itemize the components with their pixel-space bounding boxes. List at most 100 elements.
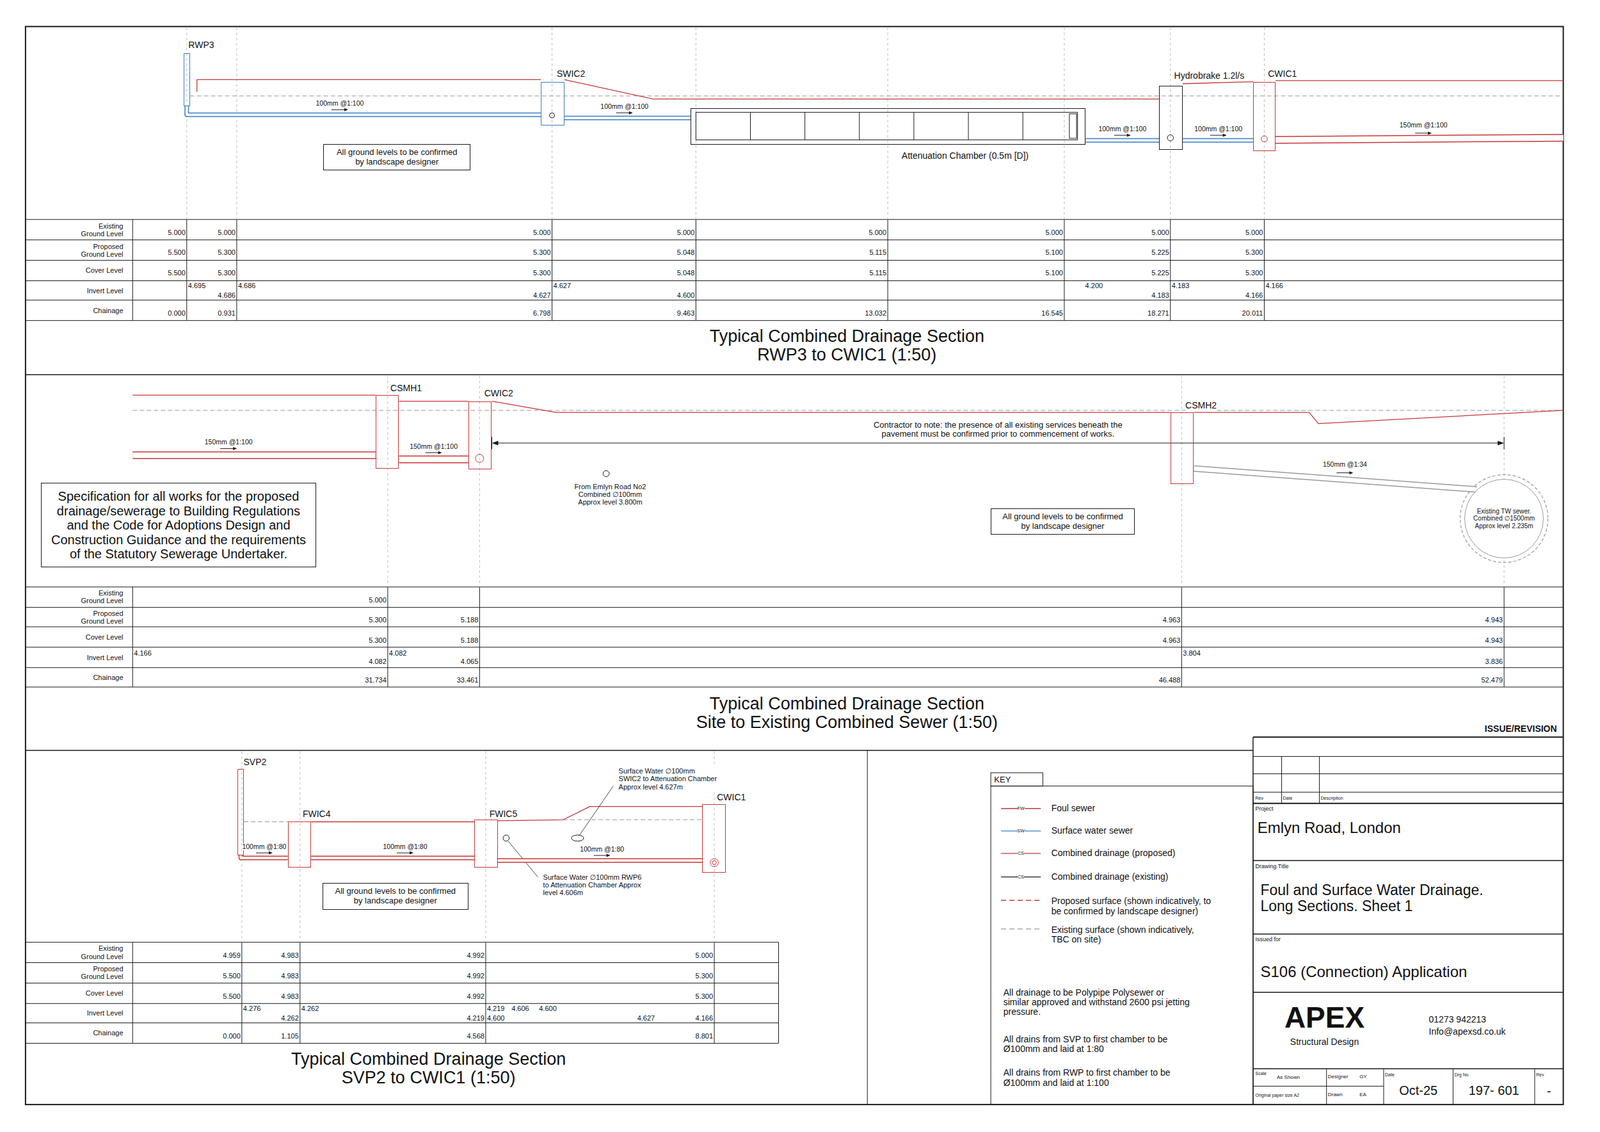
title-block-rule xyxy=(1253,991,1564,993)
title-block-rule xyxy=(1253,773,1564,774)
drawing-label: 5.225 xyxy=(1151,268,1170,277)
chamber-outlet xyxy=(710,858,719,867)
flow-arrow-head xyxy=(268,851,273,855)
pipe-bore xyxy=(132,452,376,459)
drawing-label: Oct-25 xyxy=(1399,1082,1438,1097)
table-rule xyxy=(25,686,1564,688)
flow-arrow xyxy=(256,852,270,854)
chamber-outlet xyxy=(712,860,717,864)
attenuation-chamber: Attenuation Chamber (0.5m [D]) xyxy=(690,108,1086,145)
drawing-label: Chainage xyxy=(92,306,123,315)
inspection-chamber: CWIC2 xyxy=(468,401,493,470)
table-rule xyxy=(551,219,553,321)
note-text: Existing TW sewer. Combined ∅1500mm Appr… xyxy=(1472,507,1536,530)
pipe-wall xyxy=(564,115,692,121)
drawing-label: 4.992 xyxy=(466,992,485,1000)
flow-arrow-head xyxy=(1127,133,1131,137)
existing-surface xyxy=(190,95,1564,96)
existing-surface xyxy=(132,409,1563,411)
drawing-label: 4.627 xyxy=(637,1013,656,1022)
dimension-tick xyxy=(1504,436,1505,449)
drawing-label: 01273 942213 xyxy=(1429,1014,1487,1024)
note-text: All ground levels to be confirmed by lan… xyxy=(1001,512,1125,531)
drawing-label: 8.801 xyxy=(695,1031,714,1040)
drawing-label: FW xyxy=(1017,805,1025,811)
note-box: All ground levels to be confirmed by lan… xyxy=(323,144,471,171)
crate-divider xyxy=(750,112,751,140)
crate-divider xyxy=(1022,112,1024,140)
note-text: All ground levels to be confirmed by lan… xyxy=(334,886,457,905)
pipe-bore xyxy=(564,116,692,120)
title-block-rule xyxy=(1281,755,1282,803)
drawing-label: 5.000 xyxy=(1151,228,1170,237)
drawing-label: 13.032 xyxy=(864,309,887,317)
drawing-label: 5.300 xyxy=(695,992,714,1000)
drawing-label: 5.000 xyxy=(533,228,552,237)
drawing-label: Typical Combined Drainage Section SVP2 t… xyxy=(289,1049,568,1088)
drawing-label: Surface Water ∅100mm SWIC2 to Attenuatio… xyxy=(618,766,720,790)
title-block-rule xyxy=(1253,755,1564,757)
drawing-label: 5.300 xyxy=(533,268,552,277)
pipe-label: 100mm @1:100 xyxy=(1194,125,1243,134)
legend-text: Foul sewer xyxy=(1051,803,1096,813)
drawing-label: Existing Ground Level xyxy=(78,944,124,960)
table-rule xyxy=(25,218,1564,220)
flow-arrow xyxy=(220,448,234,449)
drawing-label: 6.798 xyxy=(533,309,552,317)
chamber-outlet xyxy=(549,112,555,118)
drawing-label: 5.300 xyxy=(217,268,236,277)
flow-arrow-head xyxy=(344,108,349,112)
drawing-label: Invert Level xyxy=(87,1008,124,1017)
pipe-run xyxy=(398,450,468,459)
chamber-label: CWIC1 xyxy=(716,792,746,803)
crate-divider xyxy=(913,112,914,140)
chamber-outlet xyxy=(475,454,484,463)
drawing-label: 4.183 xyxy=(1171,281,1190,290)
legend-sample xyxy=(1000,928,1041,929)
drawing-label: 4.963 xyxy=(1162,615,1181,624)
pipe-label: 100mm @1:80 xyxy=(579,845,624,854)
note-box: All ground levels to be confirmed by lan… xyxy=(990,508,1135,535)
drawing-label: 4.983 xyxy=(280,992,299,1000)
drawing-label: 4.943 xyxy=(1485,615,1504,624)
drawing-label: Drawn xyxy=(1328,1091,1343,1098)
section-rule xyxy=(25,749,1254,751)
drawing-label: 20.011 xyxy=(1242,309,1264,317)
pipe-label: 150mm @1:100 xyxy=(409,442,458,451)
drawing-label: Issued for xyxy=(1255,936,1282,943)
drawing-label: Contractor to note: the presence of all … xyxy=(873,420,1123,440)
drawing-label: 5.000 xyxy=(167,228,186,237)
table-rule xyxy=(25,299,1564,301)
grid-line xyxy=(551,27,553,220)
drawing-label: Structural Design xyxy=(1290,1036,1359,1047)
pipe-run xyxy=(497,853,703,861)
drawing-label: 4.219 xyxy=(466,1013,485,1022)
drawing-label: 4.627 xyxy=(533,291,552,299)
drawing-label: 18.271 xyxy=(1147,309,1170,317)
proposed-surface xyxy=(311,821,475,822)
drawing-label: Chainage xyxy=(92,1028,123,1037)
drawing-label: 4.943 xyxy=(1485,636,1504,644)
flow-arrow xyxy=(396,852,411,854)
chamber-label: FWIC5 xyxy=(489,808,518,820)
table-rule xyxy=(695,219,697,321)
pipe-wall xyxy=(1193,468,1477,490)
table-rule xyxy=(25,280,1564,281)
drawing-label: 5.300 xyxy=(1245,268,1264,277)
outfall-pipe xyxy=(1275,137,1564,140)
title-block-rule xyxy=(1319,755,1320,803)
chamber-label: RWP3 xyxy=(188,40,214,51)
flow-arrow xyxy=(1415,132,1429,134)
grid-line xyxy=(1264,27,1265,220)
table-rule xyxy=(25,606,1564,608)
existing-surface xyxy=(563,819,703,820)
table-rule xyxy=(241,942,242,1044)
drawing-label: 5.000 xyxy=(695,951,714,959)
drawing-label: 5.000 xyxy=(677,228,696,237)
drawing-label: Cover Level xyxy=(85,632,124,641)
flow-arrow xyxy=(425,451,440,453)
rainwater-pipe: RWP3 xyxy=(183,53,191,107)
drawing-label: 0.000 xyxy=(222,1031,241,1040)
table-rule xyxy=(887,219,889,321)
grid-line xyxy=(479,375,480,587)
